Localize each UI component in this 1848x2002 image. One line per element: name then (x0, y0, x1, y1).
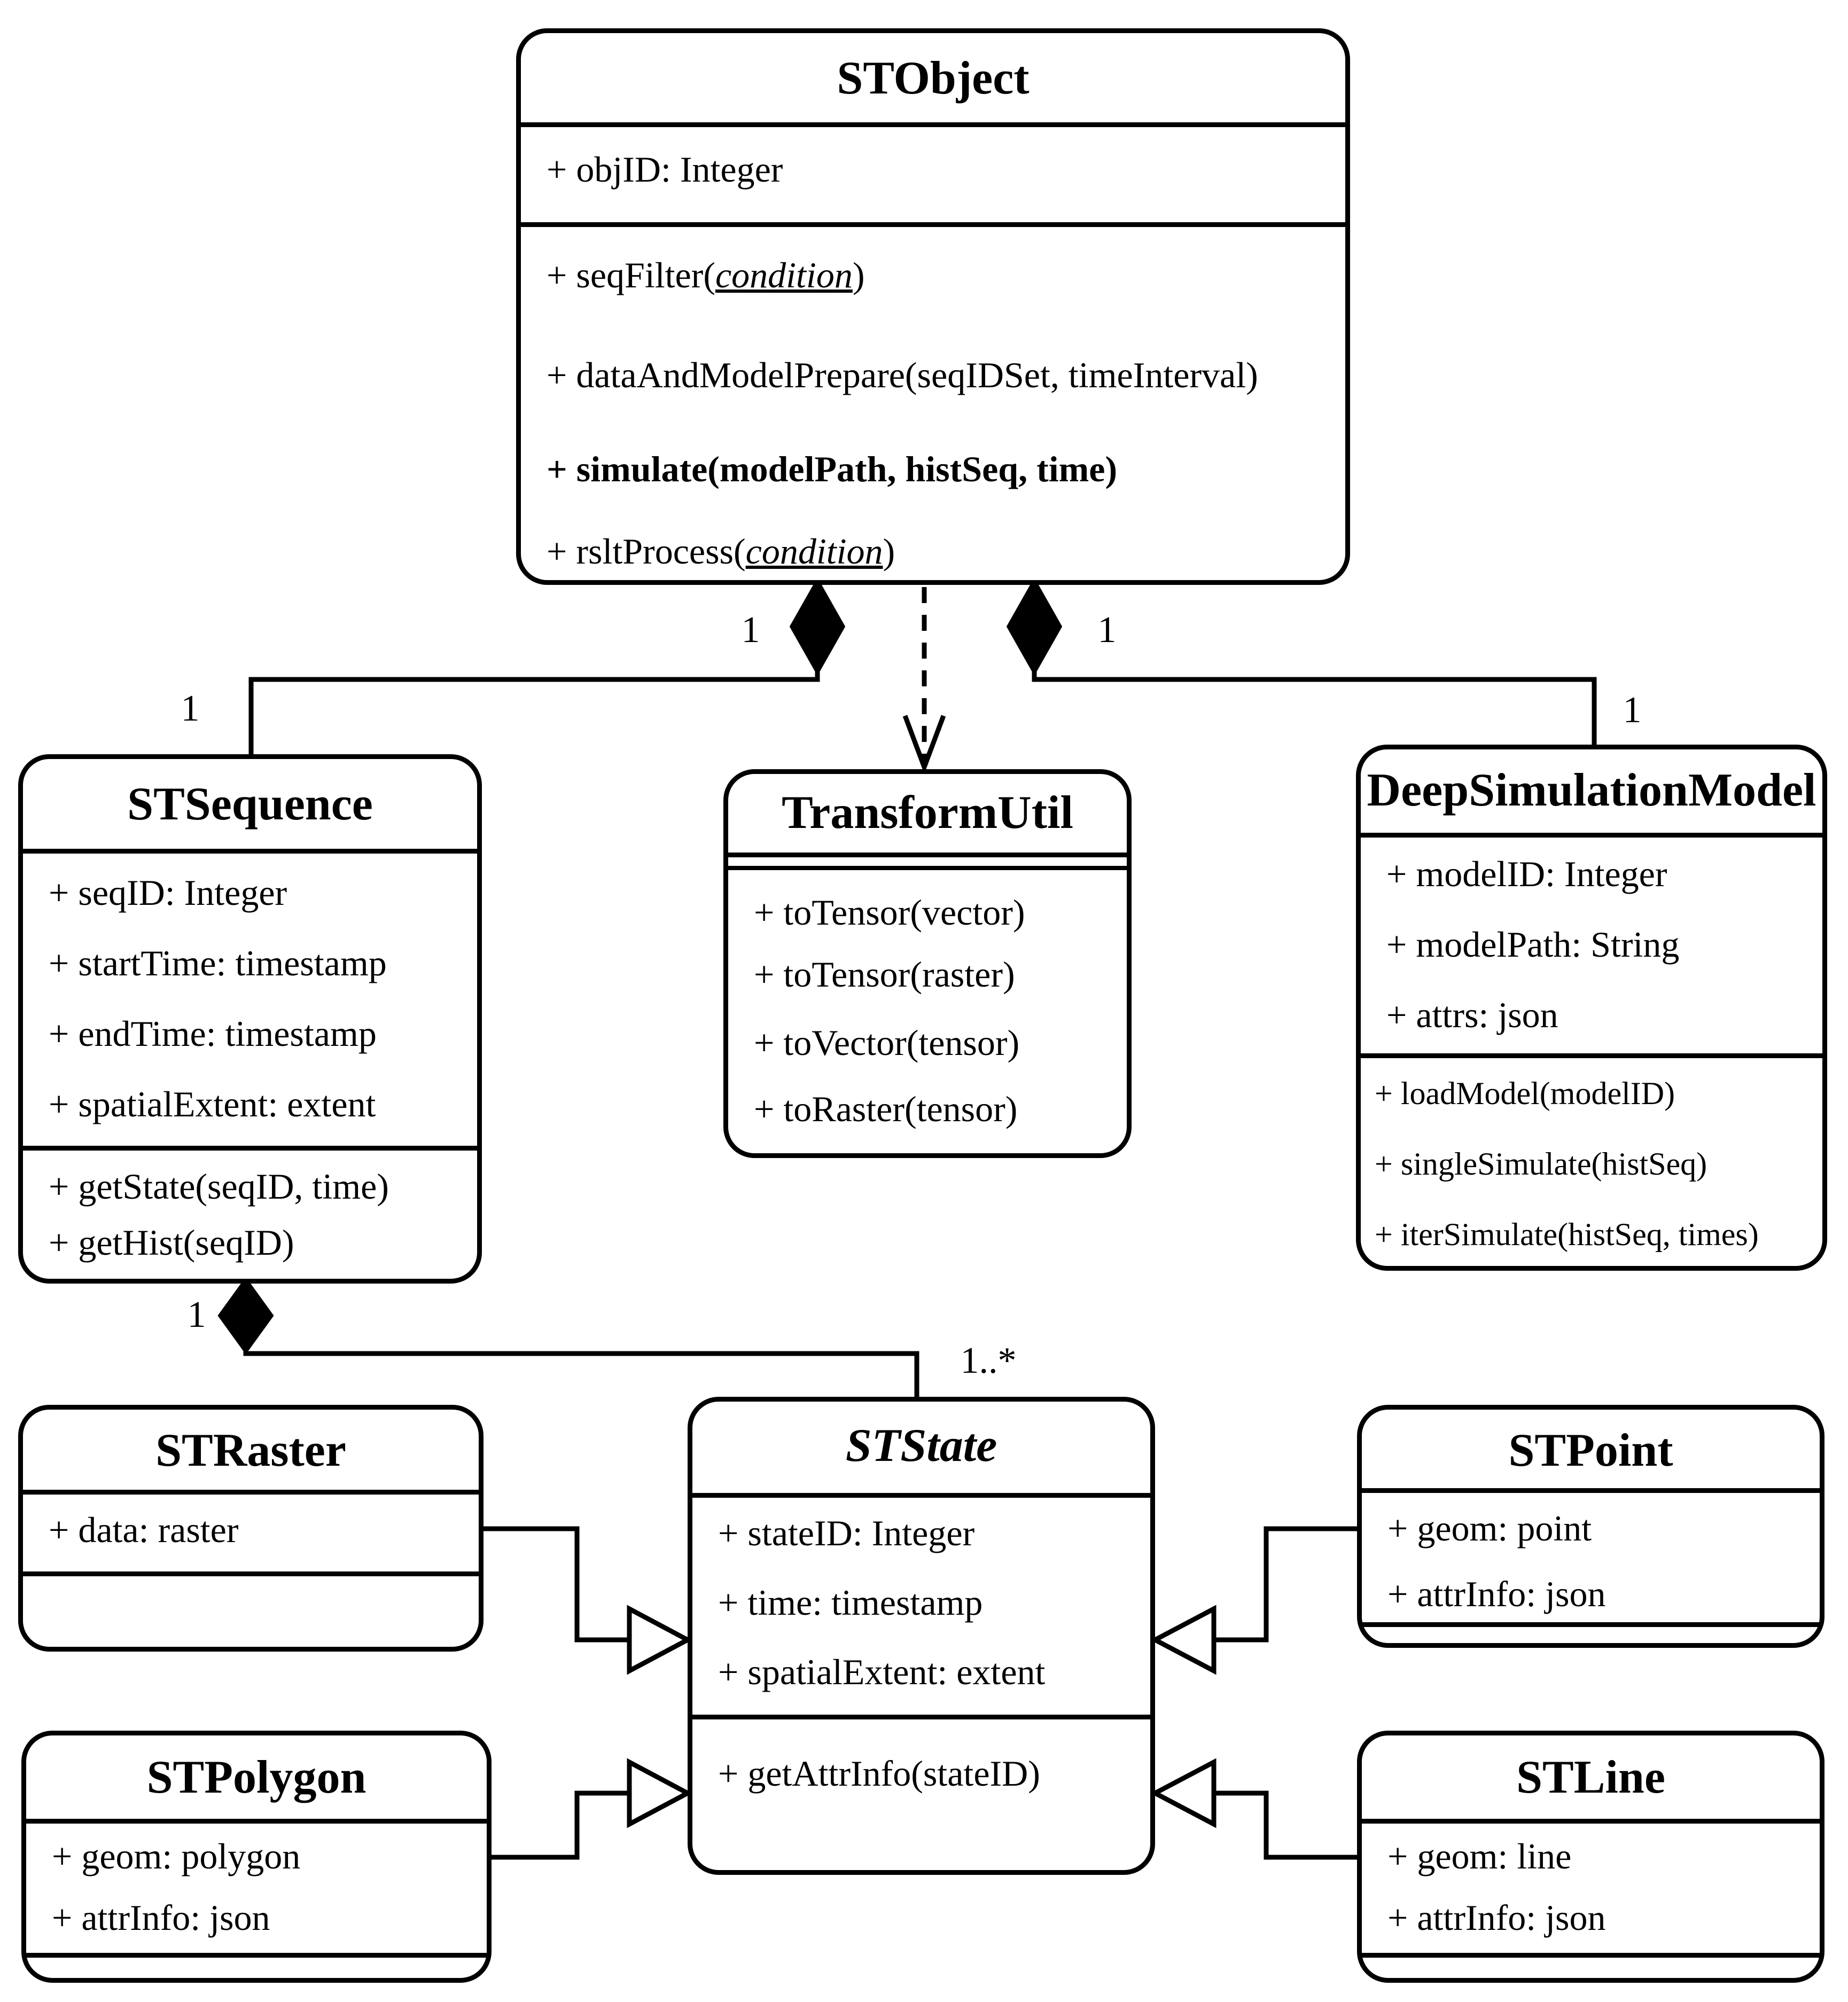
method-param-emphasis: condition (745, 531, 883, 572)
method-row: + toRaster(tensor) (754, 1089, 1018, 1129)
compartment-separator (728, 853, 1127, 857)
attribute-row: + data: raster (49, 1510, 239, 1550)
composition-line-stobject-stsequence (248, 671, 820, 757)
compartment-separator (692, 1493, 1150, 1498)
multiplicity-label: 1 (187, 1294, 206, 1335)
class-title: DeepSimulationModel (1367, 764, 1816, 816)
class-box-stsequence: STSequence + seqID: Integer + startTime:… (18, 754, 482, 1284)
composition-line-stsequence-ststate (243, 1350, 919, 1399)
class-box-stpoint: STPoint + geom: point + attrInfo: json (1357, 1405, 1824, 1648)
method-row: + iterSimulate(histSeq, times) (1375, 1217, 1759, 1252)
generalization-line-stpolygon-ststate (490, 1790, 629, 1860)
compartment-separator (728, 866, 1127, 870)
compartment-separator (23, 1146, 477, 1151)
generalization-line-straster-ststate (484, 1526, 629, 1643)
compartment-separator (521, 122, 1345, 127)
compartment-separator (1362, 1953, 1820, 1958)
method-row: + getAttrInfo(stateID) (718, 1753, 1040, 1794)
class-title: STLine (1516, 1751, 1665, 1803)
generalization-triangle-icon (627, 1758, 693, 1828)
compartment-separator (26, 1819, 487, 1824)
method-text: + rsltProcess( (547, 531, 746, 572)
attribute-row: + time: timestamp (718, 1582, 983, 1623)
method-row: + getState(seqID, time) (49, 1166, 389, 1207)
attribute-row: + endTime: timestamp (49, 1013, 377, 1054)
class-title: STSequence (127, 778, 373, 830)
composition-line-stobject-deepsimulationmodel (1032, 671, 1597, 747)
compartment-separator (1362, 1488, 1820, 1493)
class-title: STState (845, 1420, 997, 1472)
class-box-stpolygon: STPolygon + geom: polygon + attrInfo: js… (21, 1731, 492, 1983)
multiplicity-label: 1 (741, 609, 760, 651)
dependency-arrowhead-icon (902, 715, 946, 774)
class-box-stobject: STObject + objID: Integer + seqFilter(co… (516, 28, 1350, 585)
attribute-row: + geom: polygon (52, 1836, 301, 1876)
multiplicity-label: 1 (1097, 609, 1117, 651)
attribute-row: + seqID: Integer (49, 872, 287, 913)
multiplicity-label: 1 (1623, 690, 1642, 731)
method-row: + rsltProcess(condition) (547, 528, 1342, 574)
method-row: + singleSimulate(histSeq) (1375, 1146, 1707, 1182)
method-row: + toTensor(vector) (754, 892, 1025, 933)
method-param-emphasis: condition (715, 255, 853, 295)
attribute-row: + spatialExtent: extent (718, 1652, 1046, 1692)
method-row: + loadModel(modelID) (1375, 1076, 1675, 1111)
attribute-row: + attrInfo: json (52, 1897, 270, 1938)
generalization-line-stpoint-ststate (1214, 1526, 1358, 1643)
compartment-separator (1362, 1819, 1820, 1824)
compartment-separator (23, 849, 477, 854)
attribute-row: + spatialExtent: extent (49, 1084, 376, 1124)
class-title: STPoint (1508, 1425, 1673, 1476)
attribute-row: + objID: Integer (547, 149, 783, 190)
compartment-separator (23, 1490, 479, 1495)
compartment-separator (1361, 1053, 1822, 1058)
attribute-row: + geom: line (1387, 1836, 1572, 1876)
class-title: STRaster (155, 1425, 346, 1476)
compartment-separator (1362, 1622, 1820, 1627)
method-row: + seqFilter(condition) (547, 252, 1342, 298)
method-row: + dataAndModelPrepare(seqIDSet, timeInte… (547, 355, 1258, 395)
generalization-line-stline-ststate (1214, 1790, 1358, 1860)
class-box-deepsimulationmodel: DeepSimulationModel + modelID: Integer +… (1356, 745, 1827, 1271)
method-row: + toTensor(raster) (754, 954, 1015, 995)
method-row: + toVector(tensor) (754, 1022, 1020, 1063)
attribute-row: + stateID: Integer (718, 1513, 975, 1553)
compartment-separator (23, 1571, 479, 1576)
method-row: + getHist(seqID) (49, 1222, 294, 1263)
generalization-triangle-icon (1150, 1758, 1217, 1828)
class-box-straster: STRaster + data: raster (18, 1405, 484, 1652)
composition-diamond-icon (1006, 577, 1063, 676)
attribute-row: + modelPath: String (1386, 924, 1680, 965)
method-text: ) (883, 531, 895, 572)
attribute-row: + startTime: timestamp (49, 943, 387, 983)
method-text: + seqFilter( (547, 255, 715, 295)
multiplicity-label: 1 (181, 688, 200, 729)
compartment-separator (521, 222, 1345, 227)
generalization-triangle-icon (627, 1605, 693, 1675)
attribute-row: + attrInfo: json (1387, 1897, 1606, 1938)
class-box-transformutil: TransformUtil + toTensor(vector) + toTen… (723, 769, 1132, 1158)
attribute-row: + attrs: json (1386, 995, 1558, 1035)
composition-diamond-icon (789, 577, 846, 676)
class-title: STObject (837, 52, 1030, 104)
compartment-separator (692, 1715, 1150, 1719)
generalization-triangle-icon (1150, 1605, 1217, 1675)
class-title: TransformUtil (782, 787, 1073, 839)
compartment-separator (26, 1953, 487, 1958)
attribute-row: + geom: point (1387, 1508, 1592, 1549)
method-row: + simulate(modelPath, histSeq, time) (547, 449, 1118, 489)
class-box-ststate: STState + stateID: Integer + time: times… (688, 1397, 1155, 1875)
attribute-row: + attrInfo: json (1387, 1574, 1606, 1614)
attribute-row: + modelID: Integer (1386, 854, 1667, 894)
method-text: ) (852, 255, 865, 295)
compartment-separator (1361, 833, 1822, 838)
class-box-stline: STLine + geom: line + attrInfo: json (1357, 1731, 1824, 1983)
multiplicity-label: 1..* (960, 1340, 1017, 1381)
class-title: STPolygon (146, 1751, 367, 1803)
